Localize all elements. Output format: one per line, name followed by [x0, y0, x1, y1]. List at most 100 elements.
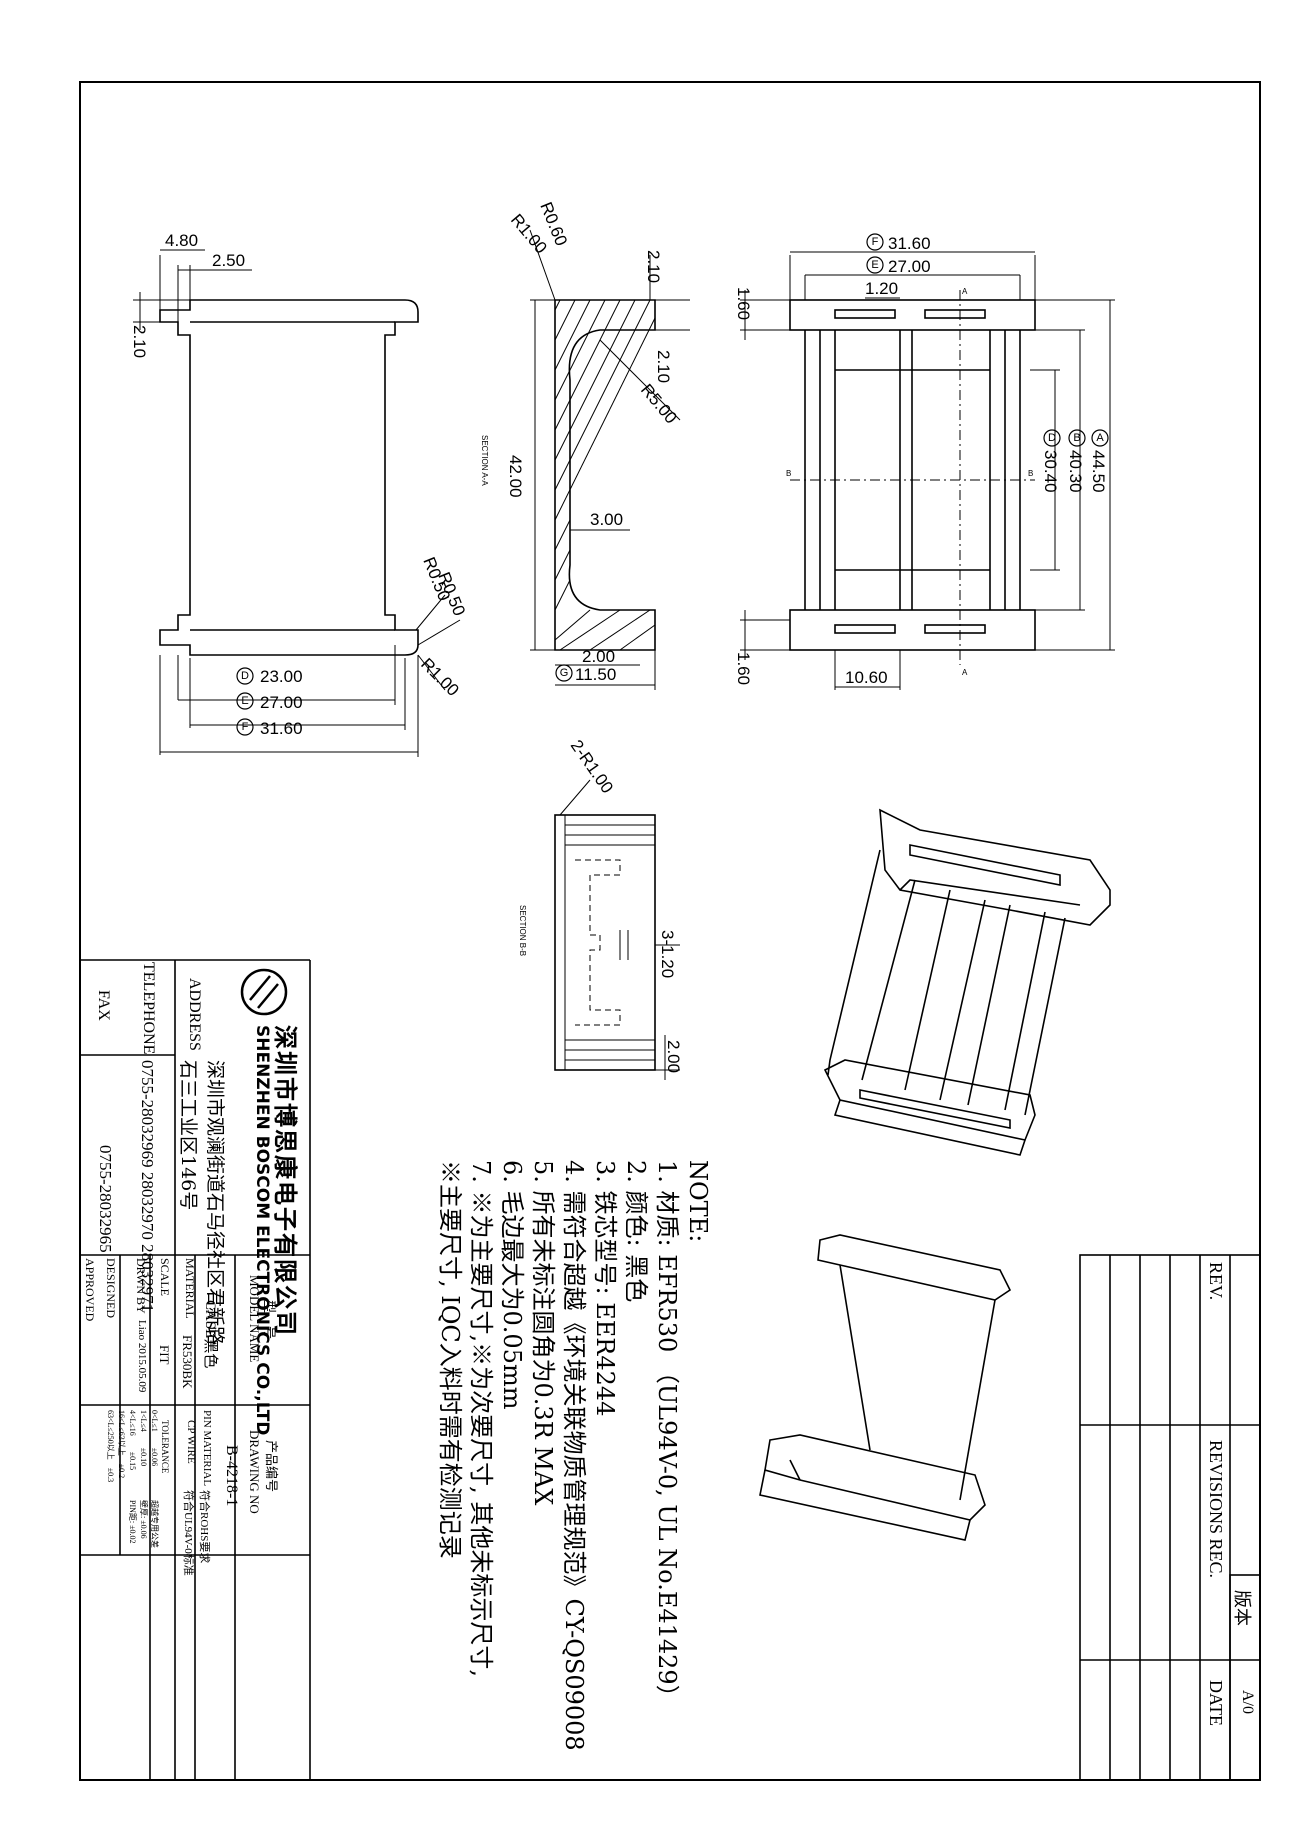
marker-a: [1091, 429, 1109, 447]
dim-label: 1.20: [865, 279, 898, 298]
marker-d-left: [236, 667, 254, 685]
dim-label: 3-1.20: [658, 930, 677, 978]
tolerance-row: 4<L≤16 ±0.15: [128, 1410, 137, 1471]
marker-letter: E: [871, 259, 878, 271]
designed-label: DESIGNED: [104, 1258, 118, 1318]
dim-label: 31.60: [260, 719, 303, 738]
marker-letter: F: [242, 721, 249, 733]
dim-label: 3.00: [590, 510, 623, 529]
approved-label: APPROVED: [83, 1258, 97, 1322]
dim-label: 10.60: [845, 668, 888, 687]
dim-label: 23.00: [260, 667, 303, 686]
dim-label: 11.50: [575, 665, 616, 684]
model-name-cn: 型 号: [262, 1300, 277, 1340]
drawing-no-value: B-4218-1: [223, 1445, 240, 1507]
tolerance-row: 0<L≤1 ±0.06: [150, 1410, 159, 1467]
note-item: 2. 颜色: 黑色: [622, 1160, 650, 1303]
front-right-view: [740, 251, 1115, 690]
tolerance-label: TOLERANCE: [160, 1420, 170, 1474]
marker-letter: D: [1048, 432, 1056, 444]
address-line-2: 石三工业区146号: [177, 1060, 199, 1211]
isometric-view-bottom: [759, 1234, 1012, 1541]
company-name-en: SHENZHEN BOSCOM ELECTRONICS CO.,LTD: [252, 1025, 272, 1436]
cp-wire-label: CP WIRE: [185, 1420, 197, 1464]
model-name-value: CASE黑色: [202, 1300, 218, 1369]
rev-label: REV.: [1206, 1262, 1226, 1301]
model-name-label: MODEL NAME: [247, 1275, 262, 1363]
cut-letter: B: [786, 469, 791, 478]
section-b-label: SECTION B-B: [518, 905, 527, 956]
tolerance-row: 63<L≤250以上 ±0.3: [106, 1410, 115, 1483]
version-value: A/0: [1239, 1690, 1256, 1714]
marker-d-right: [1043, 429, 1061, 447]
dim-label: 2.10: [654, 350, 673, 383]
marker-f-right: [866, 233, 884, 251]
dim-label: 2.50: [212, 251, 245, 270]
tolerance-extra: 超越专用公差 壁厚: ±0.06 PIN距: ±0.02: [127, 1500, 160, 1548]
drawing-no-label: DRAWING NO: [247, 1430, 262, 1514]
telephone-label: TELEPHONE: [140, 962, 157, 1055]
note-item: 3. 铁芯型号: EER4244: [591, 1160, 619, 1417]
dim-label: 30.40: [1041, 450, 1060, 493]
dim-label: 2.10: [644, 250, 663, 283]
dim-label: 40.30: [1066, 450, 1085, 493]
dim-label: 1.60: [734, 652, 753, 685]
section-a-label: SECTION A-A: [480, 435, 489, 486]
dim-label: R1.00: [417, 654, 463, 700]
title-block-frame: [80, 959, 311, 1780]
note-item: 7. ※为主要尺寸,※为次要尺寸, 其他未标示尺寸,: [467, 1160, 495, 1678]
notes-block: NOTE: 1. 材质: EFR530 （UL94V-0, UL No.E414…: [434, 1160, 713, 1751]
dim-label: 2.10: [130, 325, 149, 358]
marker-letter: G: [560, 667, 569, 679]
scale-label: SCALE: [158, 1258, 172, 1297]
circled-markers: [236, 233, 1109, 736]
drwn-by-value: Liao 2015.05.09: [136, 1320, 148, 1393]
note-item: 4. 需符合超越《环境关联物质管理规范》CY-QS09008: [560, 1160, 588, 1751]
tolerance-extra-item: PIN距: ±0.02: [128, 1500, 137, 1544]
fax-label: FAX: [95, 990, 112, 1021]
material-label: MATERIAL: [183, 1258, 197, 1319]
company-name-cn: 深圳市博思康电子有限公司: [271, 1025, 299, 1337]
drawing-no-cn: 产品编号: [264, 1440, 279, 1493]
dim-label: 27.00: [888, 257, 931, 276]
section-a-view: [529, 229, 690, 690]
marker-b: [1068, 429, 1086, 447]
dim-label: 2.00: [582, 647, 615, 666]
pin-material-label: PIN MATERIAL: [201, 1410, 213, 1487]
company-logo-icon: [240, 968, 288, 1016]
note-item: ※主要尺寸, IQC入料时需有检测记录: [436, 1160, 464, 1559]
note-item: 1. 材质: EFR530 （UL94V-0, UL No.E41429）: [653, 1160, 681, 1709]
dim-label: 44.50: [1089, 450, 1108, 493]
material-value: FR530BK: [180, 1335, 195, 1389]
scale-value: FIT: [157, 1345, 172, 1365]
cut-letter: B: [1028, 469, 1033, 478]
cut-letter: A: [962, 287, 968, 296]
revisions-label: REVISIONS REC.: [1206, 1440, 1226, 1579]
cut-letter: A: [962, 668, 968, 677]
notes-title: NOTE:: [684, 1160, 712, 1243]
marker-g: [555, 664, 573, 682]
dim-label: 2-R1.00: [567, 736, 617, 796]
note-item: 6. 毛边最大为0.05mm: [498, 1160, 526, 1410]
dim-label: 27.00: [260, 693, 303, 712]
marker-f-left: [236, 718, 254, 736]
tolerance-row: 1<L≤4 ±0.10: [139, 1410, 148, 1467]
dim-label: 31.60: [888, 234, 931, 253]
marker-letter: B: [1073, 432, 1080, 444]
fax-value: 0755-28032965: [96, 1145, 115, 1253]
date-label: DATE: [1206, 1680, 1226, 1726]
frame-border: [79, 81, 1261, 1781]
tolerance-table: 0<L≤1 ±0.06 1<L≤4 ±0.10 4<L≤16 ±0.15 16<…: [105, 1410, 160, 1482]
revision-block-frame: [1079, 1254, 1261, 1781]
marker-e-right: [866, 256, 884, 274]
top-left-view: [133, 249, 461, 757]
address-label: ADDRESS: [186, 978, 203, 1051]
marker-letter: E: [241, 695, 248, 707]
cp-wire-value: 符合UL94V-0标准: [182, 1490, 194, 1576]
drwn-by-label: DRWN BY: [134, 1258, 148, 1314]
marker-letter: D: [241, 670, 249, 682]
dim-label: 1.60: [734, 287, 753, 320]
dim-label: 2.00: [664, 1040, 683, 1073]
